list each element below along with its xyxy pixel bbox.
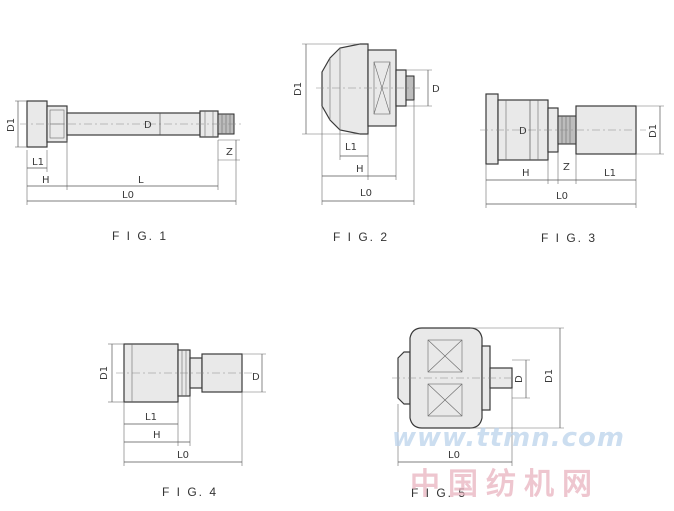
fig2-caption: F I G. 2: [333, 230, 389, 244]
figure-4: D1 D L1 H L0 F I G. 4: [99, 343, 266, 499]
watermark-url: www.ttmn.com: [392, 423, 625, 453]
fig5-label-l0: L0: [448, 450, 460, 461]
fig4-caption: F I G. 4: [162, 485, 218, 499]
fig3-label-z: Z: [563, 162, 570, 173]
fig1-label-h: H: [42, 175, 50, 186]
fig2-wheel: [321, 43, 369, 135]
fig3-label-l1: L1: [604, 168, 616, 179]
fig2-label-l1: L1: [345, 142, 357, 153]
fig5-label-d1: D1: [544, 369, 555, 383]
fig1-label-d: D: [144, 120, 152, 131]
fig1-label-l1: L1: [32, 157, 44, 168]
fig2-label-d: D: [432, 84, 440, 95]
fig3-caption: F I G. 3: [541, 231, 597, 245]
watermark: www.ttmn.com 中国纺机网: [392, 423, 625, 502]
fig4-label-h: H: [153, 430, 161, 441]
fig3-flange: [485, 93, 499, 165]
fig4-label-l0: L0: [177, 450, 189, 461]
fig3-label-d1: D1: [648, 124, 659, 138]
fig3-label-l0: L0: [556, 191, 568, 202]
fig3-label-h: H: [522, 168, 530, 179]
figure-3: D D1 H Z L1 L0 F I G. 3: [480, 93, 664, 245]
fig5-caption: F I G. 5: [411, 486, 467, 500]
fig2-label-l0: L0: [360, 188, 372, 199]
fig1-label-l0: L0: [122, 190, 134, 201]
fig4-label-l1: L1: [145, 412, 157, 423]
watermark-name: 中国纺机网: [410, 467, 600, 502]
fig2-label-d1: D1: [293, 82, 304, 96]
fig1-label-z: Z: [226, 147, 233, 158]
fig4-label-d: D: [252, 372, 260, 383]
figure-5: D D1 L0 F I G. 5: [392, 327, 564, 500]
fig1-caption: F I G. 1: [112, 229, 168, 243]
fig1-label-d1: D1: [6, 118, 17, 132]
fig1-label-l: L: [138, 175, 144, 186]
figure-2: D1 L1 H L0 D F I G. 2: [293, 43, 440, 244]
fig5-label-d: D: [514, 375, 525, 383]
fig4-label-d1: D1: [99, 366, 110, 380]
figure-1: D1 L1 H L L0 D Z F I G. 1: [6, 100, 242, 243]
fig2-label-h: H: [356, 164, 364, 175]
fig3-label-d: D: [519, 126, 527, 137]
